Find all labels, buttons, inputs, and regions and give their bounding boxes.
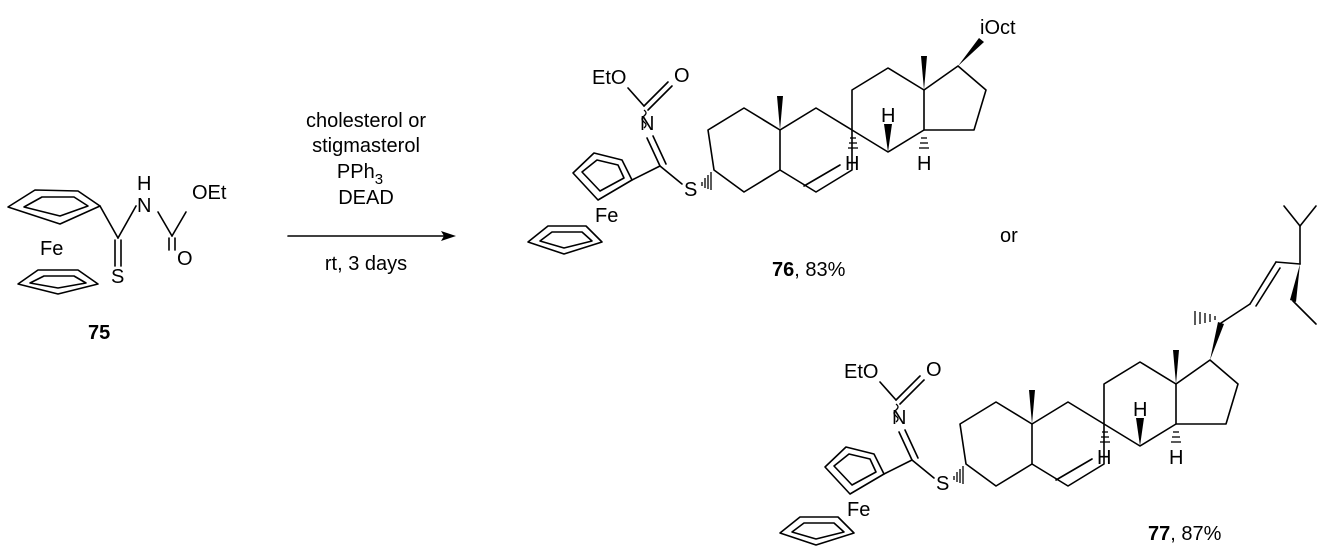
condition-line-2: stigmasterol [312,135,420,157]
condition-line-4: DEAD [338,187,394,209]
hydrogen-label-c8: H [1133,399,1147,421]
hashed-bond [848,137,858,149]
condition-line-1: cholesterol or [306,110,426,132]
wavy-bond [893,403,899,423]
iron-label: Fe [847,499,870,521]
cp-ring-upper [7,189,101,225]
hydrogen-label-c8: H [881,105,895,127]
nh-hydrogen-label: H [137,173,151,195]
product-77-structure: Fe N EtO O S [779,205,1317,546]
reactant-75-structure: H N OEt O S Fe 75 [7,173,227,344]
ethoxy-label: EtO [844,361,878,383]
carbonyl-oxygen-label: O [674,65,690,87]
compound-number-75: 75 [88,322,110,344]
condition-below-arrow: rt, 3 days [325,253,407,275]
product-76-structure: Fe N EtO O S iOct [527,17,1016,281]
cp-ring-upper [572,152,633,201]
cp-ring-lower [527,225,603,255]
reaction-arrow [287,231,456,241]
hashed-bond [701,172,712,190]
nitrogen-label: N [137,195,151,217]
imine-nitrogen-label: N [892,407,906,429]
hashed-bond [1194,311,1216,325]
hydrogen-label-c9: H [845,153,859,175]
iron-label: Fe [595,205,618,227]
imine-nitrogen-label: N [640,113,654,135]
hashed-bond [953,466,964,484]
reaction-conditions: cholesterol or stigmasterol PPh3 DEAD rt… [287,110,456,275]
cp-ring-upper [824,446,885,495]
iron-label: Fe [40,238,63,260]
compound-number-77: 77, 87% [1148,523,1222,545]
wavy-bond [641,109,647,129]
sulfur-label: S [936,473,949,495]
hashed-bond [1171,431,1181,443]
hydrogen-label-c14: H [1169,447,1183,469]
yield-76: , 83% [794,259,845,281]
or-connector: or [1000,225,1018,247]
hashed-bond [919,137,929,149]
carbonyl-oxygen-label: O [177,248,193,270]
isooctyl-label: iOct [980,17,1016,39]
oet-label: OEt [192,182,227,204]
condition-line-3: PPh3 [337,161,383,188]
cp-ring-lower [17,269,99,295]
compound-number-76: 76, 83% [772,259,846,281]
pph3-subscript: 3 [375,171,383,188]
cp-ring-lower [779,516,855,546]
sulfur-label: S [111,266,124,288]
hashed-bond [1100,431,1110,443]
sulfur-label: S [684,179,697,201]
carbonyl-oxygen-label: O [926,359,942,381]
ethoxy-label: EtO [592,67,626,89]
hydrogen-label-c9: H [1097,447,1111,469]
hydrogen-label-c14: H [917,153,931,175]
yield-77: , 87% [1170,523,1221,545]
